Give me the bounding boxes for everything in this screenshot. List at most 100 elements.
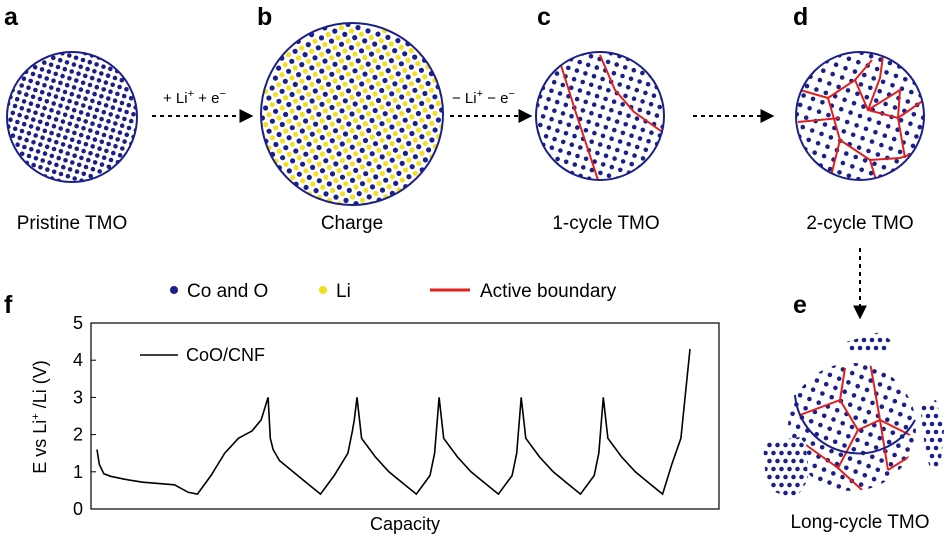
- co-o-atom: [124, 132, 130, 138]
- co-o-atom: [99, 94, 104, 99]
- y-tick-label: 1: [73, 462, 83, 482]
- co-o-atom: [907, 415, 912, 421]
- co-o-atom: [775, 458, 780, 464]
- co-o-atom: [325, 48, 331, 54]
- co-o-atom: [920, 400, 923, 403]
- co-o-atom: [836, 484, 842, 489]
- co-o-atom: [575, 125, 580, 130]
- co-o-atom: [623, 150, 629, 156]
- co-o-atom: [124, 87, 129, 92]
- co-o-atom: [42, 151, 48, 156]
- co-o-atom: [767, 474, 772, 480]
- co-o-atom: [382, 144, 389, 150]
- co-o-atom: [831, 363, 836, 369]
- li-atom: [302, 101, 308, 107]
- co-o-atom: [895, 127, 900, 132]
- co-o-atom: [112, 75, 118, 81]
- co-o-atom: [833, 385, 838, 391]
- particle-pristine: [6, 51, 138, 183]
- co-o-atom: [419, 100, 425, 107]
- co-o-atom: [881, 165, 887, 170]
- li-atom: [323, 141, 329, 147]
- co-o-atom: [929, 421, 935, 427]
- co-o-atom: [306, 75, 312, 81]
- co-o-atom: [352, 35, 358, 41]
- li-atom: [358, 31, 364, 37]
- co-o-atom: [15, 142, 20, 147]
- co-o-atom: [412, 154, 418, 160]
- co-o-atom: [851, 393, 857, 398]
- li-atom: [346, 138, 352, 144]
- co-o-atom: [612, 156, 617, 161]
- co-o-atom: [618, 167, 623, 173]
- co-o-atom: [313, 154, 319, 160]
- co-o-atom: [269, 118, 275, 124]
- co-o-atom: [266, 95, 272, 101]
- co-o-atom: [583, 128, 589, 133]
- li-atom: [296, 155, 302, 161]
- co-o-atom: [425, 114, 431, 120]
- co-o-atom: [342, 98, 348, 104]
- co-o-atom: [67, 144, 73, 149]
- li-atom: [266, 112, 272, 118]
- li-atom: [300, 178, 306, 184]
- co-o-atom: [881, 345, 887, 351]
- panel-label-f: f: [4, 291, 13, 319]
- co-o-atom: [365, 94, 372, 100]
- li-atom: [425, 130, 432, 136]
- li-atom: [406, 157, 412, 163]
- co-o-atom: [349, 78, 355, 84]
- co-o-atom: [820, 100, 825, 105]
- legend-boundary-label: Active boundary: [480, 281, 617, 302]
- co-o-atom: [64, 82, 70, 88]
- li-atom: [366, 177, 372, 183]
- co-o-atom: [583, 71, 588, 76]
- particle-charged: [260, 22, 444, 206]
- co-o-atom: [925, 413, 931, 419]
- li-atom: [399, 77, 405, 83]
- li-atom: [395, 87, 401, 93]
- co-o-atom: [323, 158, 329, 164]
- co-o-atom: [78, 64, 83, 70]
- co-o-atom: [51, 101, 56, 106]
- li-atom: [276, 82, 282, 88]
- co-o-atom: [346, 121, 352, 127]
- co-o-atom: [303, 184, 309, 190]
- li-atom: [313, 138, 319, 144]
- co-o-atom: [352, 134, 359, 140]
- co-o-atom: [941, 400, 944, 403]
- co-o-atom: [894, 421, 899, 426]
- co-o-atom: [901, 402, 907, 408]
- li-atom: [338, 25, 344, 31]
- co-o-atom: [646, 110, 651, 116]
- co-o-atom: [266, 128, 272, 134]
- co-o-atom: [90, 144, 95, 149]
- panel-label-b: b: [257, 3, 272, 31]
- li-atom: [283, 161, 289, 167]
- co-o-atom: [42, 105, 47, 111]
- co-o-atom: [398, 61, 404, 67]
- co-o-atom: [801, 383, 807, 389]
- li-atom: [356, 141, 362, 147]
- co-o-atom: [557, 119, 563, 125]
- co-o-atom: [853, 363, 859, 367]
- co-o-atom: [346, 154, 352, 160]
- co-o-atom: [771, 437, 776, 440]
- co-o-atom: [898, 118, 904, 123]
- co-o-atom: [876, 120, 882, 126]
- particle-1-cycle: [535, 51, 665, 181]
- co-o-atom: [827, 426, 832, 432]
- li-atom: [392, 64, 398, 70]
- co-o-atom: [369, 184, 376, 190]
- co-o-atom: [881, 332, 887, 335]
- li-atom: [365, 78, 371, 84]
- co-o-atom: [419, 134, 425, 140]
- co-o-atom: [842, 97, 847, 103]
- li-atom: [319, 51, 325, 58]
- co-o-atom: [554, 99, 560, 105]
- li-atom: [352, 51, 358, 57]
- co-o-atom: [864, 441, 870, 447]
- co-o-atom: [850, 132, 856, 138]
- co-o-atom: [309, 65, 315, 71]
- co-o-atom: [910, 143, 916, 149]
